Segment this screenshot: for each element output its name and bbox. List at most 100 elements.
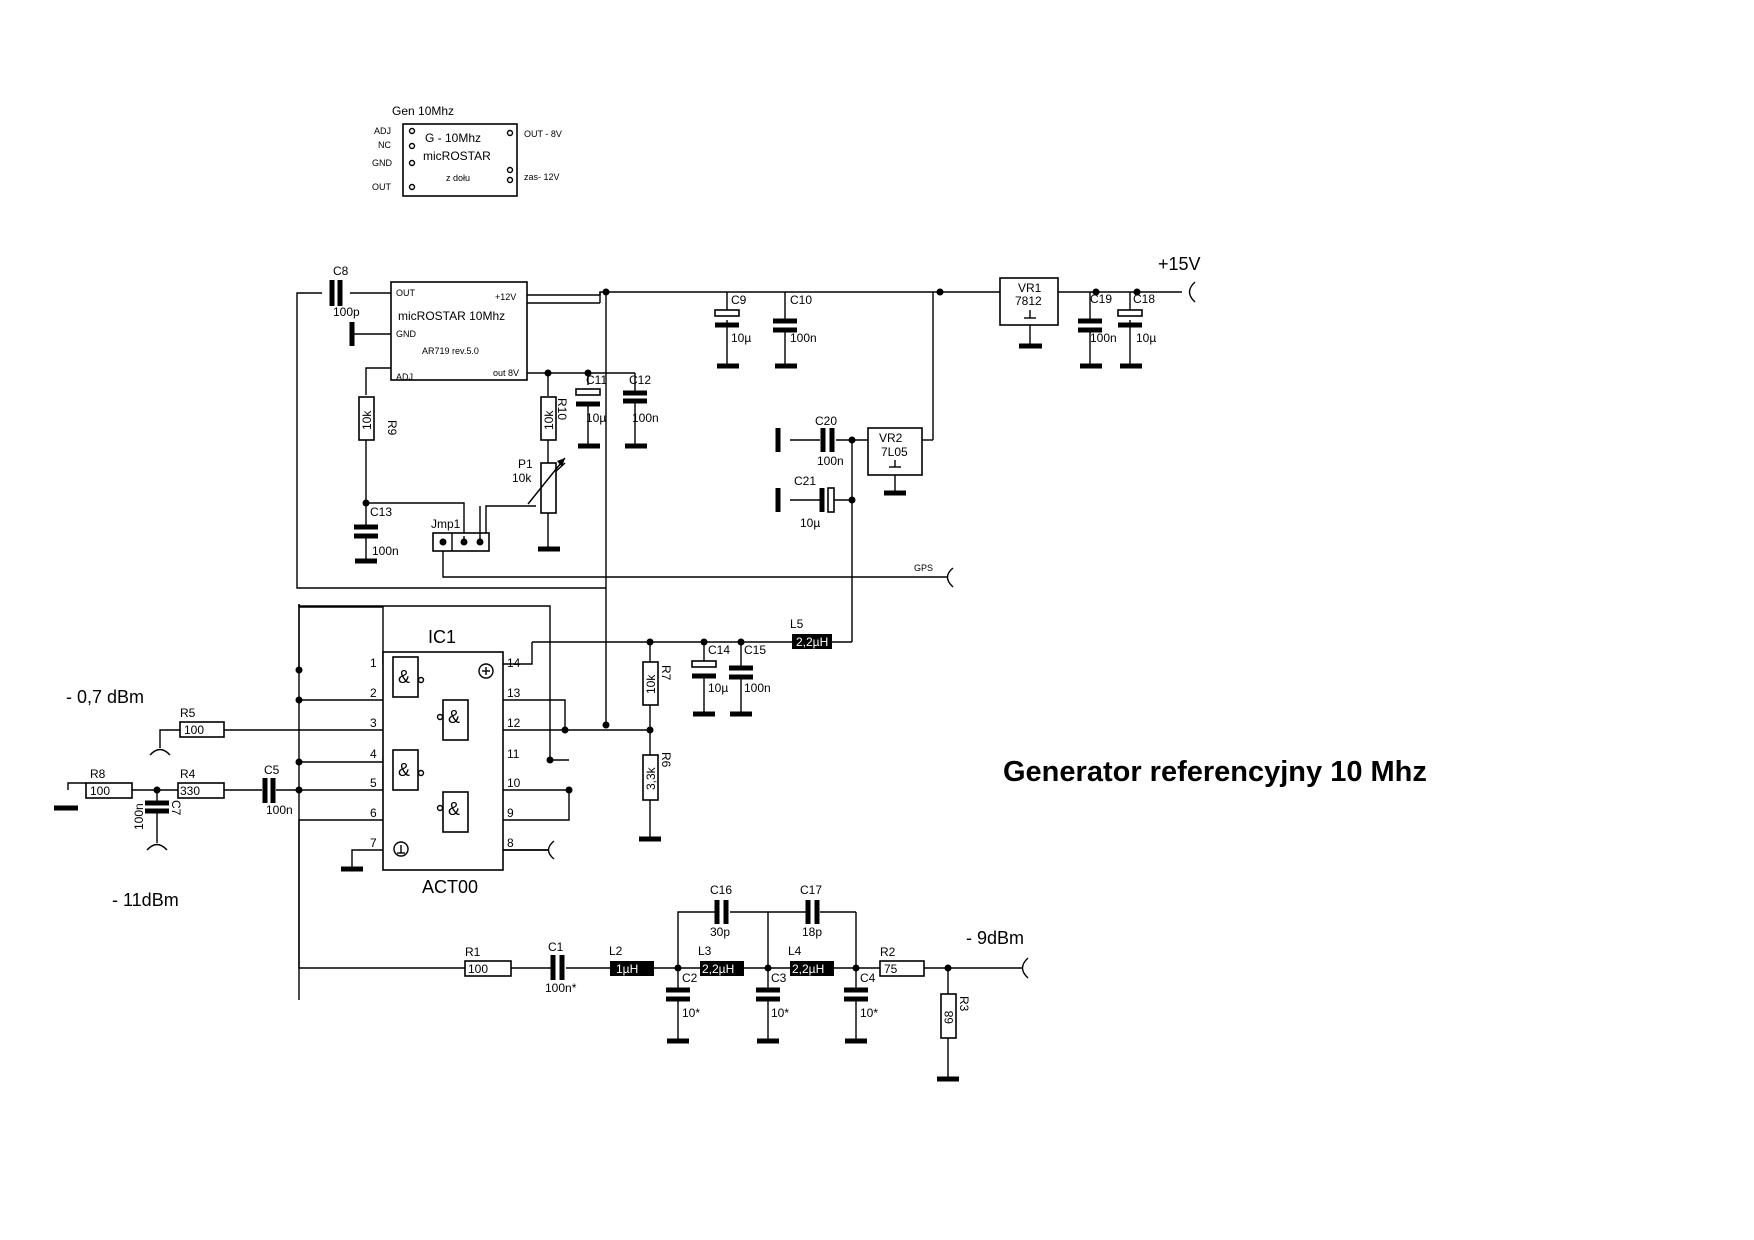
- svg-text:C13: C13: [370, 505, 392, 519]
- gen-pin-dot: [506, 129, 514, 137]
- svg-text:10k: 10k: [542, 410, 556, 430]
- svg-text:3,3k: 3,3k: [644, 766, 658, 790]
- svg-text:100n: 100n: [266, 803, 293, 817]
- svg-text:C21: C21: [794, 474, 816, 488]
- svg-text:C9: C9: [731, 293, 747, 307]
- svg-text:R7: R7: [659, 665, 673, 681]
- osc-pin-12v: +12V: [495, 292, 516, 302]
- svg-text:6: 6: [370, 806, 377, 820]
- svg-text:3: 3: [370, 716, 377, 730]
- gen-pin-dot: [506, 166, 514, 174]
- svg-text:100n: 100n: [372, 544, 399, 558]
- svg-text:100n*: 100n*: [545, 981, 577, 995]
- resistor-r7: 10k R7: [642, 661, 673, 706]
- gps-connector: GPS: [914, 563, 954, 588]
- input-a-label: - 0,7 dBm: [66, 687, 144, 707]
- capacitor-c10: C10 100n: [773, 293, 817, 345]
- supply-connector: +15V: [1158, 254, 1201, 303]
- svg-text:R1: R1: [465, 945, 481, 959]
- svg-text:R2: R2: [880, 945, 896, 959]
- svg-text:&: &: [398, 760, 410, 780]
- supply-label: +15V: [1158, 254, 1201, 274]
- ic-part: ACT00: [422, 877, 478, 897]
- svg-text:P1: P1: [518, 457, 533, 471]
- svg-text:7L05: 7L05: [881, 445, 908, 459]
- svg-text:5: 5: [370, 776, 377, 790]
- svg-text:R9: R9: [385, 420, 399, 436]
- gen-pin-nc: NC: [378, 140, 391, 150]
- gen-module-pinout: Gen 10Mhz G - 10Mhz micROSTAR z dołu ADJ…: [372, 104, 562, 197]
- gen-pin-dot: [408, 127, 416, 135]
- ic-ref: IC1: [428, 627, 456, 647]
- svg-text:4: 4: [370, 747, 377, 761]
- svg-text:C17: C17: [800, 883, 822, 897]
- svg-text:C11: C11: [586, 373, 607, 387]
- svg-text:L4: L4: [788, 944, 802, 958]
- svg-text:R8: R8: [90, 767, 106, 781]
- svg-text:C12: C12: [629, 373, 651, 387]
- svg-text:C16: C16: [710, 883, 732, 897]
- svg-text:C14: C14: [708, 643, 730, 657]
- resistor-r8: 100 R8: [85, 767, 133, 799]
- jumper-jmp1: Jmp1: [431, 506, 490, 552]
- svg-text:L3: L3: [698, 944, 712, 958]
- resistor-r2: 75 R2: [879, 945, 925, 977]
- svg-text:100: 100: [90, 784, 110, 798]
- capacitor-c15: C15 100n: [729, 643, 771, 695]
- svg-text:C15: C15: [744, 643, 766, 657]
- gen-pin-gnd: GND: [372, 158, 393, 168]
- svg-text:C10: C10: [790, 293, 812, 307]
- osc-module: OUT GND ADJ +12V out 8V micROSTAR 10Mhz …: [390, 281, 528, 382]
- capacitor-c9: C9 10µ: [714, 293, 751, 345]
- resistor-r10: 10k R10: [540, 396, 569, 441]
- svg-text:10k: 10k: [512, 471, 532, 485]
- svg-text:2,2µH: 2,2µH: [792, 962, 824, 976]
- svg-text:14: 14: [507, 656, 521, 670]
- svg-text:10k: 10k: [644, 674, 658, 694]
- capacitor-c5: C5 100n: [262, 763, 293, 817]
- inductor-l4: 2,2µH L4: [788, 944, 834, 976]
- svg-text:100: 100: [468, 962, 488, 976]
- svg-text:100: 100: [184, 723, 204, 737]
- capacitor-c19: C19 100n: [1078, 292, 1117, 345]
- svg-text:R4: R4: [180, 767, 196, 781]
- svg-text:&: &: [448, 707, 460, 727]
- diagram-title: Generator referencyjny 10 Mhz: [1003, 756, 1427, 788]
- svg-text:12: 12: [507, 716, 521, 730]
- capacitor-c16: C16 30p: [710, 883, 732, 939]
- capacitor-c21: C21 10µ: [794, 474, 835, 530]
- junctions: [153, 288, 1141, 972]
- svg-text:100n: 100n: [132, 803, 146, 830]
- osc-line1: micROSTAR 10Mhz: [398, 309, 505, 323]
- svg-text:C18: C18: [1133, 292, 1155, 306]
- capacitor-c7: C7 100n: [132, 800, 183, 830]
- svg-text:C19: C19: [1090, 292, 1112, 306]
- gen-pin-out8v: OUT - 8V: [524, 129, 562, 139]
- svg-text:10µ: 10µ: [1136, 331, 1156, 345]
- svg-text:1µH: 1µH: [616, 962, 638, 976]
- svg-text:L2: L2: [609, 944, 623, 958]
- svg-text:100n: 100n: [817, 454, 844, 468]
- osc-pin-gnd: GND: [396, 329, 417, 339]
- svg-text:R6: R6: [659, 752, 673, 768]
- svg-text:C2: C2: [682, 971, 698, 985]
- output-label: - 9dBm: [966, 928, 1024, 948]
- svg-text:&: &: [398, 667, 410, 687]
- svg-text:10µ: 10µ: [708, 681, 728, 695]
- svg-text:Jmp1: Jmp1: [431, 517, 461, 531]
- ground-symbols: [54, 322, 1142, 1082]
- svg-text:VR2: VR2: [879, 431, 903, 445]
- capacitor-c1: C1 100n*: [545, 940, 577, 995]
- regulator-vr2: VR2 7L05: [867, 427, 923, 476]
- svg-text:100n: 100n: [790, 331, 817, 345]
- svg-text:C4: C4: [860, 971, 876, 985]
- resistor-r9: 10k R9: [358, 396, 399, 441]
- capacitor-c20: C20 100n: [815, 414, 844, 468]
- capacitor-c18: C18 10µ: [1117, 292, 1156, 345]
- svg-text:10: 10: [507, 776, 521, 790]
- gen-line2: micROSTAR: [423, 149, 491, 163]
- svg-text:C3: C3: [771, 971, 787, 985]
- svg-text:C7: C7: [169, 800, 183, 816]
- resistor-r1: 100 R1: [464, 945, 512, 977]
- svg-text:R3: R3: [957, 996, 971, 1012]
